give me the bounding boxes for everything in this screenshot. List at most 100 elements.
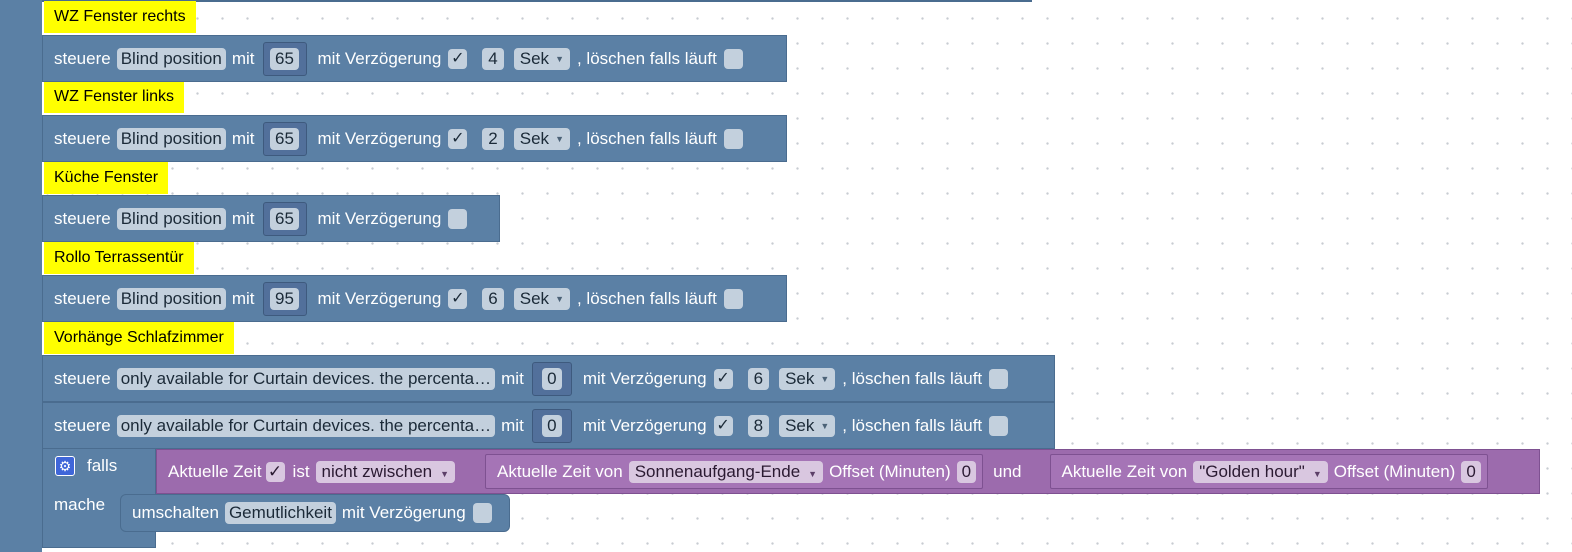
block-keyword: mit [231,288,255,308]
delay-checkbox[interactable] [472,503,492,523]
block-keyword: mit [231,208,255,228]
value-input[interactable]: 65 [270,127,299,150]
dropdown-arrow-icon: ▼ [555,54,564,65]
event-dropdown[interactable]: "Golden hour"▼ [1193,460,1328,483]
block-keyword: mit [231,128,255,148]
outer-block-bar [0,0,42,552]
unit-label: Sek [785,415,815,435]
block-keyword: steuere [54,288,111,308]
number-block[interactable]: 65 [262,41,307,76]
number-block[interactable]: 0 [531,361,572,396]
comment-wz-fenster-links[interactable]: WZ Fenster links [44,81,185,113]
value-input[interactable]: 65 [270,47,299,70]
delay-checkbox[interactable]: ✓ [448,288,468,309]
unit-dropdown[interactable]: Sek▼ [779,367,836,390]
number-block[interactable]: 65 [262,201,307,236]
clear-checkbox[interactable] [723,48,743,69]
clear-checkbox[interactable] [989,415,1009,436]
clear-checkbox[interactable] [723,128,743,149]
toggle-block[interactable]: umschalten Gemutlichkeit mit Verzögerung [120,494,510,532]
device-field[interactable]: only available for Curtain devices. the … [116,414,496,437]
offset-input[interactable]: 0 [1461,460,1481,483]
control-block[interactable]: steuere Blind position mit 65 mit Verzög… [42,35,787,82]
control-block[interactable]: steuere Blind position mit 65 mit Verzög… [42,195,500,242]
device-field[interactable]: Blind position [116,207,226,230]
control-block[interactable]: steuere only available for Curtain devic… [42,355,1055,402]
time-label: Aktuelle Zeit [168,461,262,481]
number-block[interactable]: 65 [262,121,307,156]
value-input[interactable]: 0 [542,367,562,390]
offset-input[interactable]: 0 [956,460,977,483]
dropdown-arrow-icon: ▼ [440,468,450,479]
device-field[interactable]: only available for Curtain devices. the … [116,367,496,390]
delay-label: mit Verzögerung [317,48,442,68]
control-block[interactable]: steuere Blind position mit 95 mit Verzög… [42,275,787,322]
unit-dropdown[interactable]: Sek▼ [779,414,836,437]
unit-dropdown[interactable]: Sek▼ [513,287,570,310]
unit-dropdown[interactable]: Sek ▼ [513,47,570,70]
delay-input[interactable]: 4 [482,47,504,70]
dropdown-arrow-icon: ▼ [820,374,830,385]
delay-input[interactable]: 2 [482,127,504,150]
value-input[interactable]: 0 [542,414,562,437]
toggle-label: umschalten [132,503,219,522]
delay-input[interactable]: 6 [747,367,770,390]
event-dropdown[interactable]: Sonnenaufgang-Ende▼ [628,460,824,483]
device-field[interactable]: Blind position [116,47,226,70]
dropdown-arrow-icon: ▼ [808,468,818,479]
offset-label: Offset (Minuten) [829,461,951,481]
clear-label: , löschen falls läuft [576,48,717,68]
do-keyword: mache [54,495,106,514]
comment-wz-fenster-rechts[interactable]: WZ Fenster rechts [44,1,196,33]
control-block[interactable]: steuere Blind position mit 65 mit Verzög… [42,115,787,162]
time-from-block[interactable]: Aktuelle Zeit von Sonnenaufgang-Ende▼ Of… [485,454,984,489]
time-from-label: Aktuelle Zeit von [497,461,623,481]
comment-vorhaenge-schlafzimmer[interactable]: Vorhänge Schlafzimmer [44,322,234,354]
delay-label: mit Verzögerung [582,415,707,435]
delay-checkbox[interactable]: ✓ [713,368,733,389]
unit-label: Sek [519,128,550,148]
compare-dropdown[interactable]: nicht zwischen ▼ [315,460,456,483]
dropdown-arrow-icon: ▼ [555,134,564,145]
dropdown-arrow-icon: ▼ [1312,468,1322,479]
delay-checkbox[interactable]: ✓ [448,48,468,69]
time-to-block[interactable]: Aktuelle Zeit von "Golden hour"▼ Offset … [1049,454,1488,489]
delay-input[interactable]: 8 [747,414,770,437]
compare-label: nicht zwischen [321,461,433,481]
value-input[interactable]: 65 [270,207,299,230]
comment-kueche-fenster[interactable]: Küche Fenster [44,162,169,194]
clear-checkbox[interactable] [989,368,1009,389]
device-field[interactable]: Gemutlichkeit [224,502,336,524]
delay-input[interactable]: 6 [482,287,504,310]
block-keyword: steuere [54,48,111,68]
delay-checkbox[interactable]: ✓ [713,415,733,436]
clear-checkbox[interactable] [723,288,743,309]
time-to-label: Aktuelle Zeit von [1061,461,1188,481]
gear-icon[interactable]: ⚙ [55,456,75,476]
block-keyword: mit [501,368,524,388]
clear-label: , löschen falls läuft [842,368,983,388]
clear-label: , löschen falls läuft [576,128,717,148]
number-block[interactable]: 0 [531,408,572,443]
unit-dropdown[interactable]: Sek ▼ [513,127,570,150]
device-field[interactable]: Blind position [116,287,226,310]
block-keyword: steuere [54,368,111,388]
clear-label: , löschen falls läuft [842,415,983,435]
block-keyword: steuere [54,208,111,228]
block-keyword: mit [231,48,255,68]
unit-label: Sek [519,48,550,68]
control-block[interactable]: steuere only available for Curtain devic… [42,402,1055,449]
top-block-edge [42,0,1032,2]
comment-rollo-terrassentuer[interactable]: Rollo Terrassentür [44,242,194,274]
time-checkbox[interactable]: ✓ [265,461,285,482]
device-field[interactable]: Blind position [116,127,226,150]
value-input[interactable]: 95 [270,287,299,310]
time-condition-block[interactable]: Aktuelle Zeit ✓ ist nicht zwischen▼ Aktu… [156,449,1540,494]
offset-label: Offset (Minuten) [1333,461,1456,481]
delay-label: mit Verzögerung [317,288,442,308]
block-keyword: steuere [54,128,111,148]
number-block[interactable]: 95 [262,281,307,316]
delay-checkbox[interactable] [448,208,468,229]
unit-label: Sek [519,288,550,308]
delay-checkbox[interactable]: ✓ [448,128,468,149]
